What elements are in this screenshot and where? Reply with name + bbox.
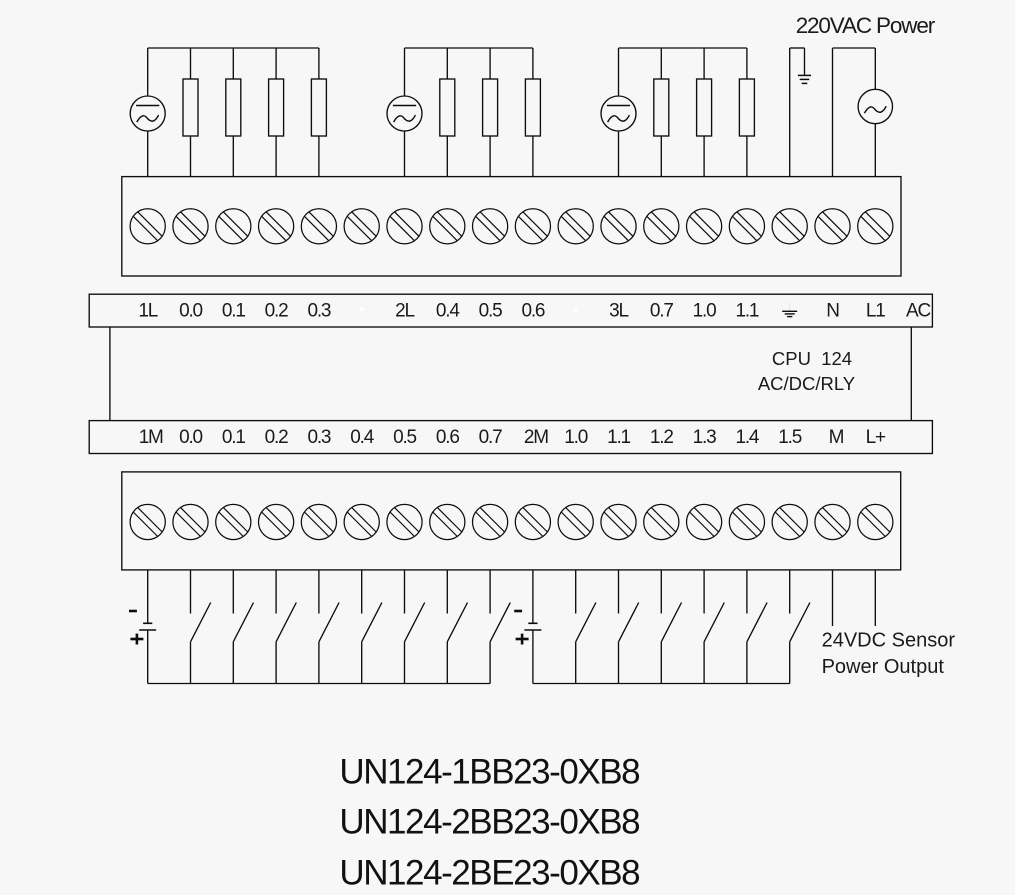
- svg-text:M: M: [829, 427, 844, 448]
- svg-text:1L: 1L: [138, 300, 157, 321]
- svg-text:1.0: 1.0: [564, 427, 587, 448]
- svg-text:3L: 3L: [609, 300, 628, 321]
- svg-text:0.0: 0.0: [179, 300, 202, 321]
- svg-text:UN124-2BE23-0XB8: UN124-2BE23-0XB8: [339, 854, 639, 893]
- svg-text:Power Output: Power Output: [822, 656, 945, 678]
- svg-text:1.2: 1.2: [650, 427, 673, 448]
- svg-text:0.5: 0.5: [393, 427, 416, 448]
- svg-text:0.7: 0.7: [479, 427, 502, 448]
- svg-text:2L: 2L: [395, 300, 414, 321]
- svg-text:1.3: 1.3: [693, 427, 716, 448]
- svg-text:L+: L+: [866, 427, 886, 448]
- svg-text:0.4: 0.4: [436, 300, 460, 321]
- svg-text:0.6: 0.6: [436, 427, 459, 448]
- svg-text:N: N: [826, 300, 839, 321]
- svg-text:1.5: 1.5: [778, 427, 801, 448]
- svg-text:0.5: 0.5: [479, 300, 502, 321]
- svg-text:1.1: 1.1: [735, 300, 758, 321]
- svg-text:0.1: 0.1: [222, 300, 245, 321]
- svg-text:0.6: 0.6: [521, 300, 544, 321]
- svg-text:220VAC Power: 220VAC Power: [796, 13, 936, 38]
- svg-text:1.0: 1.0: [693, 300, 716, 321]
- svg-text:CPU 124: CPU 124: [772, 348, 852, 369]
- svg-text:0.7: 0.7: [650, 300, 673, 321]
- svg-text:0.2: 0.2: [265, 427, 288, 448]
- svg-text:UN124-1BB23-0XB8: UN124-1BB23-0XB8: [339, 753, 639, 792]
- svg-text:UN124-2BB23-0XB8: UN124-2BB23-0XB8: [339, 803, 639, 842]
- svg-text:0.4: 0.4: [350, 427, 374, 448]
- svg-text:0.3: 0.3: [307, 300, 330, 321]
- svg-text:AC: AC: [906, 300, 930, 321]
- svg-text:0.0: 0.0: [179, 427, 202, 448]
- svg-text:24VDC Sensor: 24VDC Sensor: [822, 630, 956, 652]
- svg-text:0.3: 0.3: [307, 427, 330, 448]
- svg-text:1.4: 1.4: [735, 427, 759, 448]
- svg-text:AC/DC/RLY: AC/DC/RLY: [758, 373, 855, 394]
- svg-text:L1: L1: [866, 300, 885, 321]
- svg-text:0.2: 0.2: [265, 300, 288, 321]
- svg-text:0.1: 0.1: [222, 427, 245, 448]
- svg-text:1M: 1M: [139, 427, 163, 448]
- svg-text:2M: 2M: [524, 427, 548, 448]
- svg-text:1.1: 1.1: [607, 427, 630, 448]
